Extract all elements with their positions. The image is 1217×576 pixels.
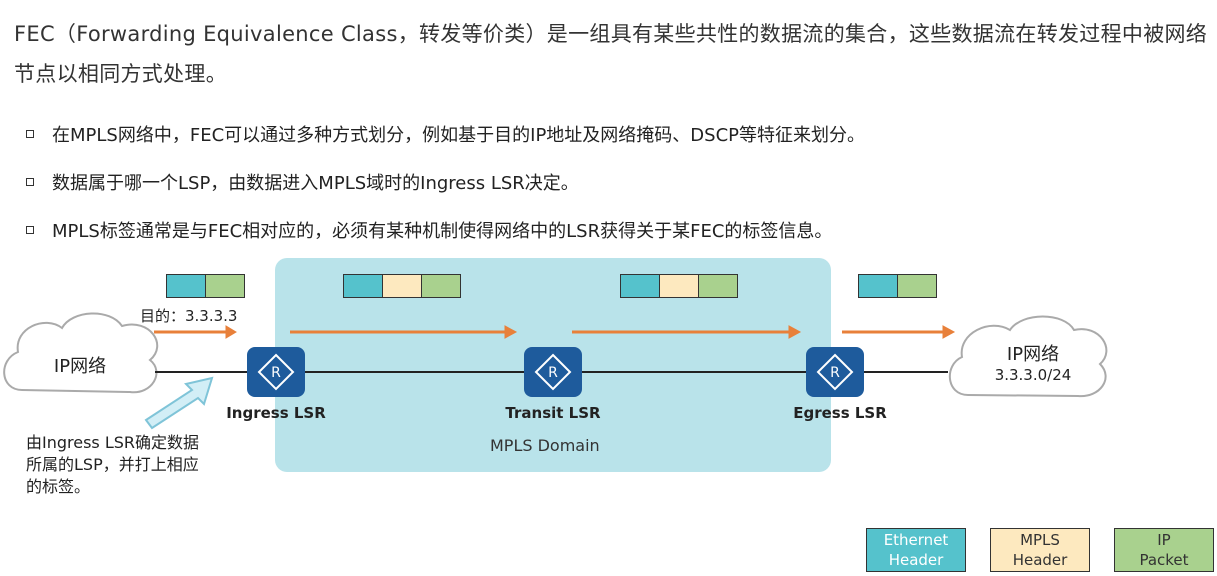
bullet-text: 数据属于哪一个LSP，由数据进入MPLS域时的Ingress LSR决定。 [52, 173, 579, 194]
note-arrow-icon [144, 376, 214, 430]
ethernet-header-block [858, 274, 898, 298]
square-bullet-icon [26, 178, 34, 186]
packet-ingress-in [166, 274, 245, 298]
egress-router-icon: R [806, 347, 864, 397]
right-cloud-subnet: 3.3.3.0/24 [994, 366, 1072, 384]
right-cloud-label: IP网络 [1006, 344, 1060, 365]
svg-text:R: R [271, 365, 281, 381]
left-cloud-label: IP网络 [53, 356, 107, 377]
router-symbol-icon: R [816, 353, 854, 391]
bullet-item: 在MPLS网络中，FEC可以通过多种方式划分，例如基于目的IP地址及网络掩码、D… [26, 110, 1206, 158]
svg-text:R: R [830, 365, 840, 381]
ethernet-header-block [343, 274, 383, 298]
legend-mpls-line2: Header [1012, 551, 1068, 569]
mpls-domain-label: MPLS Domain [490, 436, 600, 455]
square-bullet-icon [26, 130, 34, 138]
router-symbol-icon: R [257, 353, 295, 391]
ip-packet-block [205, 274, 245, 298]
left-cloud-icon [3, 312, 159, 394]
transit-router-icon: R [524, 347, 582, 397]
legend-mpls: MPLS Header [990, 528, 1090, 572]
packet-egress-out [858, 274, 937, 298]
mpls-header-block [382, 274, 422, 298]
ingress-lsr-label: Ingress LSR [226, 404, 326, 422]
right-cloud-icon [948, 315, 1108, 398]
egress-lsr-label: Egress LSR [793, 404, 887, 422]
legend-ip-line1: IP [1157, 531, 1171, 549]
packet-labeled-2 [620, 274, 738, 298]
bullet-item: MPLS标签通常是与FEC相对应的，必须有某种机制使得网络中的LSR获得关于某F… [26, 206, 1206, 254]
ip-packet-block [421, 274, 461, 298]
ip-packet-block [698, 274, 738, 298]
right-cloud-text: IP网络 3.3.3.0/24 [978, 340, 1088, 384]
router-symbol-icon: R [534, 353, 572, 391]
legend-ethernet: Ethernet Header [866, 528, 966, 572]
legend-ethernet-line2: Header [888, 551, 944, 569]
intro-paragraph: FEC（Forwarding Equivalence Class，转发等价类）是… [14, 22, 1208, 86]
legend-mpls-line1: MPLS [1020, 531, 1060, 549]
ethernet-header-block [620, 274, 660, 298]
ingress-note: 由Ingress LSR确定数据所属的LSP，并打上相应的标签。 [26, 433, 200, 496]
packet-labeled-1 [343, 274, 461, 298]
bullet-text: 在MPLS网络中，FEC可以通过多种方式划分，例如基于目的IP地址及网络掩码、D… [52, 125, 866, 146]
flow-arrows [154, 325, 956, 339]
mpls-header-block [659, 274, 699, 298]
legend-ip-line2: Packet [1139, 551, 1189, 569]
legend-ip: IP Packet [1114, 528, 1214, 572]
bullet-item: 数据属于哪一个LSP，由数据进入MPLS域时的Ingress LSR决定。 [26, 158, 1206, 206]
svg-text:R: R [548, 365, 558, 381]
bullet-list: 在MPLS网络中，FEC可以通过多种方式划分，例如基于目的IP地址及网络掩码、D… [26, 110, 1206, 254]
square-bullet-icon [26, 226, 34, 234]
transit-lsr-label: Transit LSR [505, 404, 601, 422]
legend-ethernet-line1: Ethernet [883, 531, 949, 549]
ethernet-header-block [166, 274, 206, 298]
ip-packet-block [897, 274, 937, 298]
ingress-router-icon: R [247, 347, 305, 397]
bullet-text: MPLS标签通常是与FEC相对应的，必须有某种机制使得网络中的LSR获得关于某F… [52, 221, 833, 242]
destination-label: 目的：3.3.3.3 [140, 307, 238, 325]
